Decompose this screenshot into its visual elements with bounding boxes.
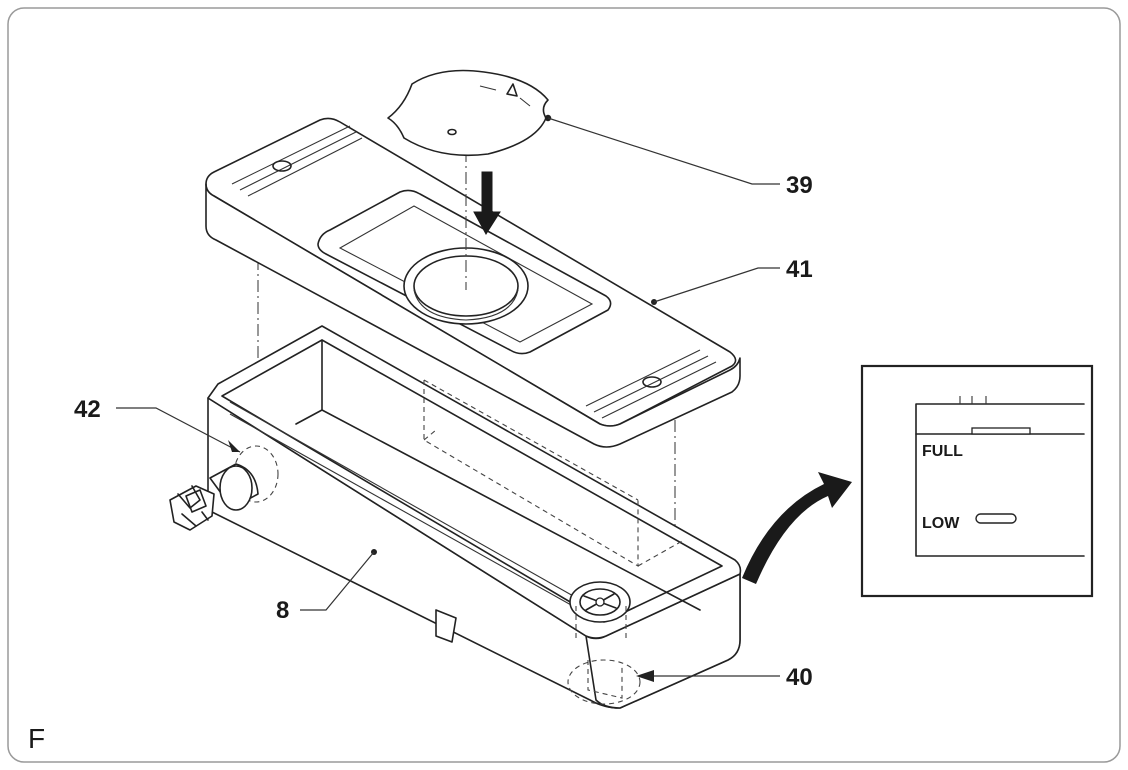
reservoir-tank	[207, 258, 742, 709]
callout-41: 41	[786, 256, 813, 283]
insert-arrow	[473, 171, 501, 235]
callout-8: 8	[276, 597, 289, 624]
curved-arrow	[742, 472, 852, 584]
leader-40-arrowhead	[636, 670, 654, 682]
leader-39	[547, 117, 780, 185]
reservoir-lid	[205, 117, 741, 448]
panel-label: F	[28, 723, 45, 754]
callout-40: 40	[786, 664, 813, 691]
leader-41	[653, 267, 780, 303]
strainer-disc	[387, 69, 552, 157]
callout-39: 39	[786, 172, 813, 199]
leader-42-arrowhead	[228, 440, 240, 452]
leader-8	[300, 551, 375, 611]
full-level-label: FULL	[922, 443, 963, 460]
leader-42	[116, 407, 241, 453]
valve-fitting	[169, 445, 279, 531]
drain-plug	[567, 581, 641, 705]
low-level-label: LOW	[922, 515, 960, 532]
level-indicator-inset: FULL LOW	[860, 364, 1094, 598]
callout-42: 42	[74, 396, 101, 423]
